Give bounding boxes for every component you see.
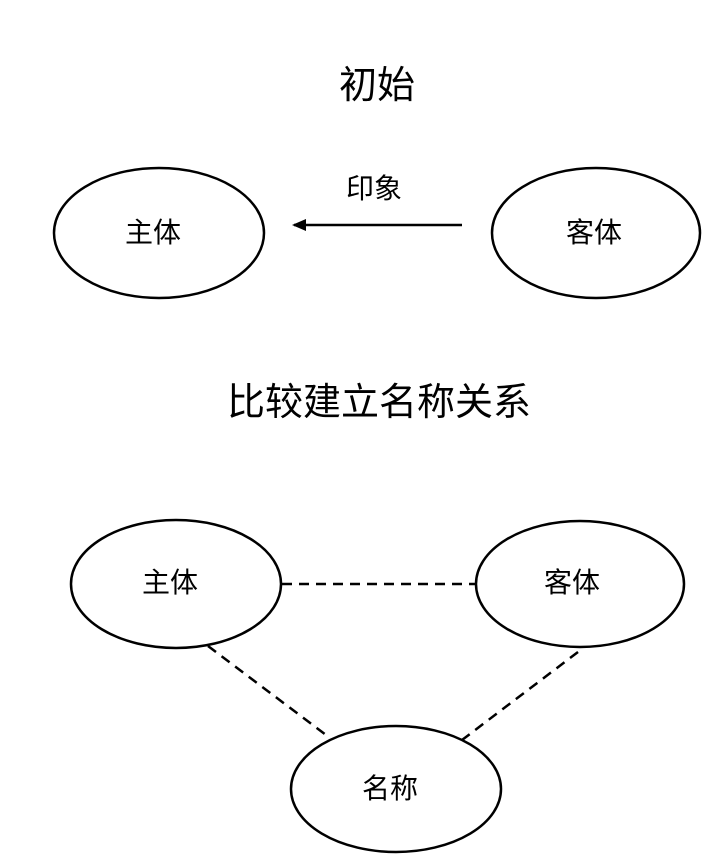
node-object-compare: 客体 <box>474 519 686 649</box>
node-subject-initial-label: 主体 <box>125 216 181 249</box>
section-initial-title: 初始 <box>339 63 415 107</box>
node-subject-compare: 主体 <box>69 518 283 650</box>
edge-subject-name-line <box>207 645 331 739</box>
edge-impression-label: 印象 <box>346 172 402 205</box>
edge-object-name <box>461 651 579 741</box>
edge-impression: 印象 <box>292 172 462 231</box>
edge-subject-name <box>207 645 331 739</box>
node-subject-initial: 主体 <box>52 166 266 300</box>
node-subject-compare-shape <box>69 518 283 650</box>
section-compare-title: 比较建立名称关系 <box>227 380 531 424</box>
node-object-initial-shape <box>490 166 702 300</box>
node-object-initial-label: 客体 <box>566 216 622 249</box>
node-subject-initial-shape <box>52 166 266 300</box>
edge-object-name-line <box>461 651 579 741</box>
node-name-compare: 名称 <box>289 724 503 854</box>
node-object-compare-shape <box>474 519 686 649</box>
node-subject-compare-label: 主体 <box>142 566 198 599</box>
section-compare: 比较建立名称关系 主体 客体 名称 <box>69 380 686 854</box>
node-name-compare-label: 名称 <box>362 772 418 805</box>
node-name-compare-shape <box>289 724 503 854</box>
node-object-initial: 客体 <box>490 166 702 300</box>
section-initial: 初始 主体 客体 印象 <box>52 63 702 300</box>
node-object-compare-label: 客体 <box>544 566 600 599</box>
